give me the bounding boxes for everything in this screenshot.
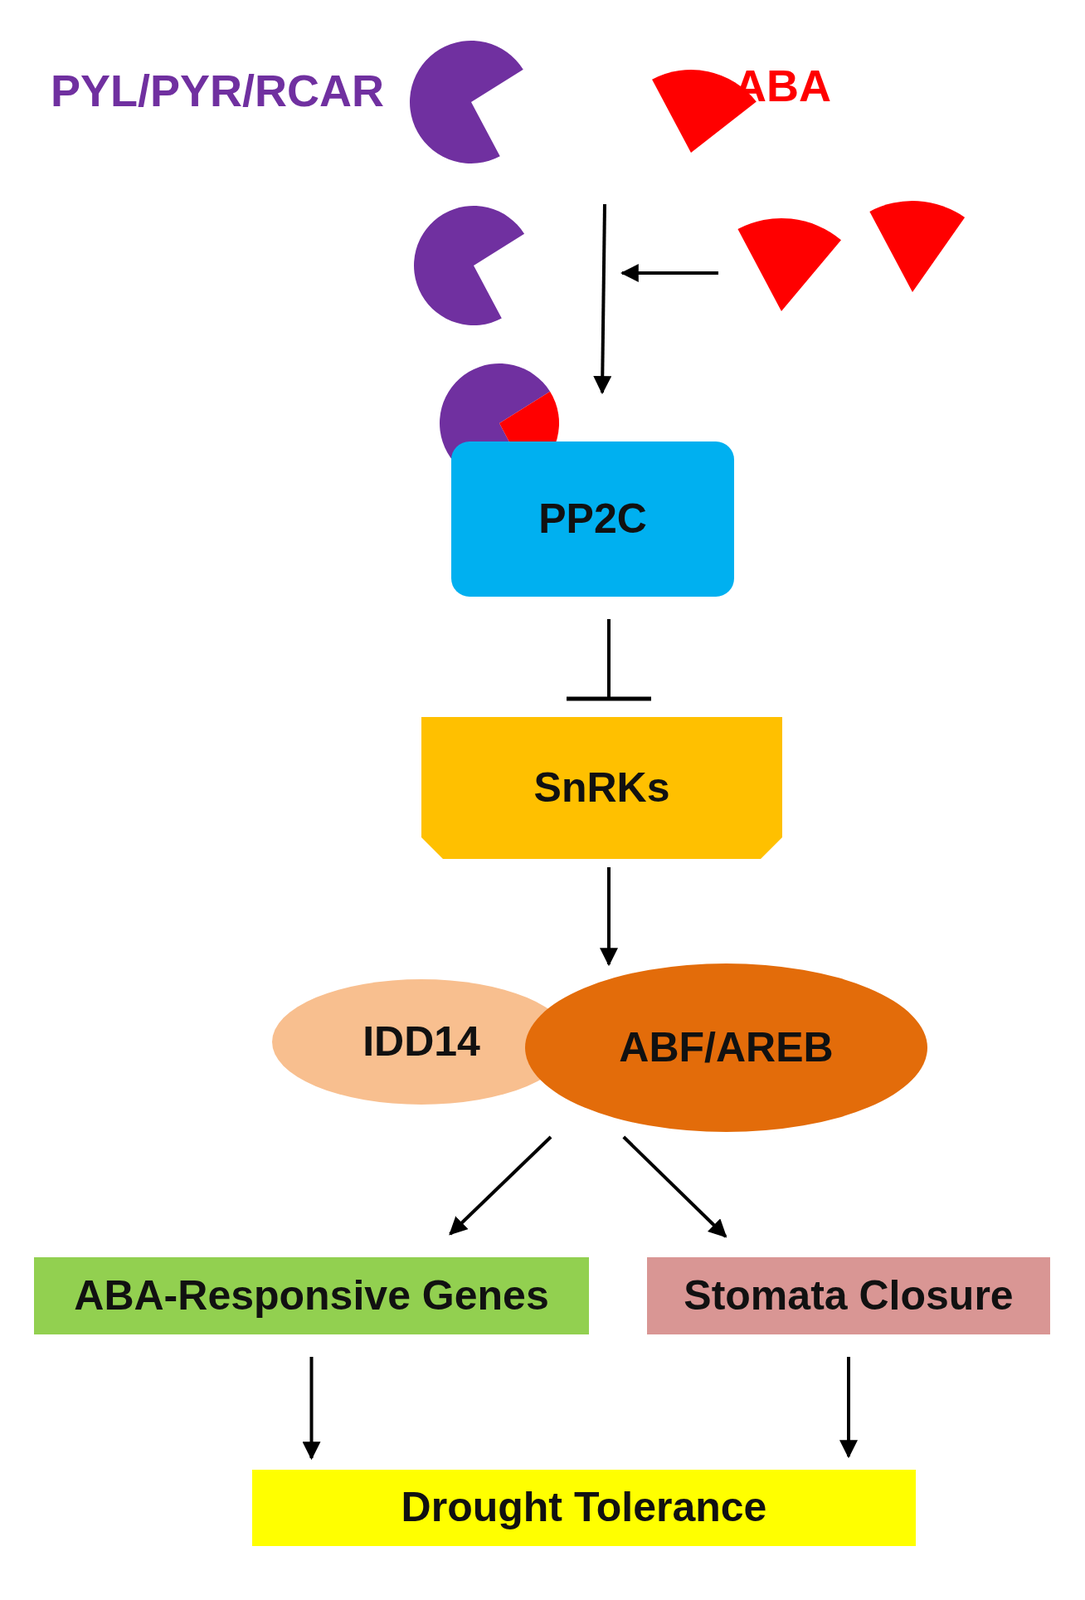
phosphatase-box: PP2C bbox=[451, 441, 735, 597]
arrow-connector bbox=[607, 866, 611, 964]
hormone-label: ABA bbox=[734, 59, 832, 112]
node-label: ABA-Responsive Genes bbox=[73, 1271, 549, 1320]
receptor-shape bbox=[409, 40, 524, 164]
binding-arrow bbox=[602, 204, 605, 393]
output-box: ABA-Responsive Genes bbox=[34, 1256, 589, 1334]
binding-arrow bbox=[622, 271, 719, 275]
node-label: Drought Tolerance bbox=[401, 1483, 768, 1532]
node-label: ABF/AREB bbox=[618, 1023, 833, 1072]
arrow-connector bbox=[310, 1356, 314, 1458]
aba-molecule bbox=[869, 200, 965, 292]
inhibition-connector bbox=[607, 618, 611, 699]
node-fill bbox=[451, 441, 735, 597]
result-box: Drought Tolerance bbox=[252, 1469, 916, 1546]
receptor-shape bbox=[413, 205, 525, 326]
arrow-connector bbox=[450, 1136, 551, 1234]
node-label: Stomata Closure bbox=[683, 1271, 1013, 1320]
transcription-factor-ellipse: ABF/AREB bbox=[525, 963, 928, 1132]
node-fill bbox=[525, 963, 928, 1132]
node-fill bbox=[421, 716, 783, 859]
output-box: Stomata Closure bbox=[647, 1256, 1051, 1334]
arrow-connector bbox=[846, 1356, 851, 1456]
node-label: PP2C bbox=[538, 495, 648, 544]
aba-molecule bbox=[737, 218, 842, 312]
kinase-box: SnRKs bbox=[421, 716, 783, 859]
arrow-connector bbox=[623, 1136, 726, 1236]
receptor-label: PYL/PYR/RCAR bbox=[50, 64, 385, 117]
node-label: SnRKs bbox=[534, 763, 671, 813]
node-label: IDD14 bbox=[362, 1017, 481, 1066]
